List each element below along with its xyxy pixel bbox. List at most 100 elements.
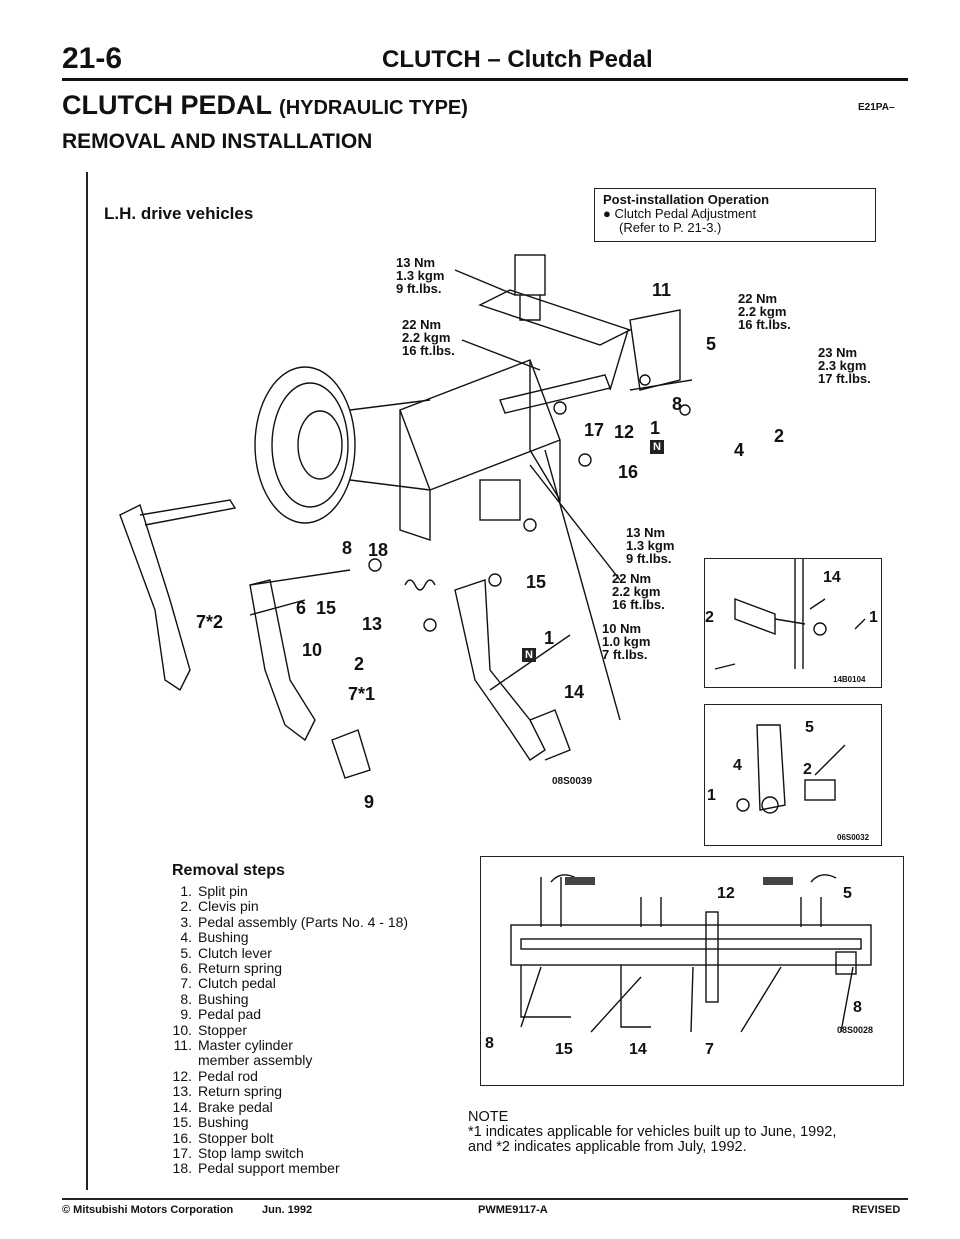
removal-step-number: 3. <box>180 913 192 930</box>
removal-step-number: 1. <box>180 883 192 899</box>
note-block: NOTE *1 indicates applicable for vehicle… <box>468 1110 836 1155</box>
inset3-code: 08S0028 <box>837 1025 874 1035</box>
removal-step: member assembly <box>156 1053 408 1069</box>
callout-7-1: 7*1 <box>348 684 376 704</box>
removal-step-text: Pedal pad <box>198 1006 262 1023</box>
removal-step-number: 13. <box>172 1083 192 1100</box>
removal-step-number: 6. <box>180 960 192 977</box>
removal-steps-title: Removal steps <box>172 862 285 879</box>
callout-17: 17 <box>584 420 605 440</box>
callout-11: 11 <box>652 280 672 300</box>
post-installation-title: Post-installation Operation <box>603 192 770 207</box>
removal-step-text: Stop lamp switch <box>198 1144 304 1161</box>
removal-step-text: Bushing <box>198 990 249 1007</box>
removal-step: 15.Bushing <box>156 1114 408 1131</box>
callout-15: 15 <box>526 572 547 592</box>
callout-6: 6 <box>296 598 307 618</box>
inset1-callout-1: 1 <box>869 609 878 626</box>
callout-10: 10 <box>302 640 323 660</box>
removal-step-text: Clutch lever <box>198 944 272 961</box>
callout-1b: 1 <box>544 628 555 648</box>
removal-step: 18.Pedal support member <box>156 1160 408 1177</box>
torque-label-15: 22 Nm 2.2 kgm 16 ft.lbs. <box>612 571 665 612</box>
torque-label-16: 13 Nm 1.3 kgm 9 ft.lbs. <box>626 525 675 566</box>
removal-step: 9. Pedal pad <box>156 1006 408 1023</box>
removal-step-text: Pedal rod <box>198 1067 258 1084</box>
inset2-callout-2: 2 <box>803 761 812 778</box>
removal-step-text: Bushing <box>198 929 249 946</box>
callout-18: 18 <box>368 540 389 560</box>
removal-step-number: 15. <box>172 1114 192 1131</box>
callout-15b: 15 <box>316 598 337 618</box>
removal-step: 5. Clutch lever <box>156 944 408 961</box>
footer-rule <box>62 1198 908 1200</box>
removal-step: 17.Stop lamp switch <box>156 1144 408 1161</box>
callout-9: 9 <box>364 792 375 812</box>
removal-step-text: Pedal support member <box>198 1160 340 1177</box>
inset1-code: 14B0104 <box>833 675 866 684</box>
removal-step: 6.Return spring <box>156 960 408 977</box>
removal-step-text: Clutch pedal <box>198 975 276 992</box>
inset-box-2: 5 4 2 1 06S0032 <box>704 704 882 846</box>
removal-step-text: Clevis pin <box>198 898 259 915</box>
main-exploded-diagram <box>119 254 693 779</box>
removal-step: 8.Bushing <box>156 990 408 1007</box>
callout-4: 4 <box>734 440 745 460</box>
inset3-callout-14: 14 <box>629 1041 647 1058</box>
removal-step-text: Return spring <box>198 1083 283 1100</box>
removal-step-number: 10. <box>172 1021 192 1038</box>
inset2-code: 06S0032 <box>837 833 870 842</box>
removal-step-text: Master cylinder <box>198 1037 293 1054</box>
inset1-callout-2: 2 <box>705 609 714 626</box>
page-number: 21-6 <box>62 42 123 75</box>
removal-step-number: 12. <box>172 1067 192 1084</box>
torque-label-1: 10 Nm 1.0 kgm 7 ft.lbs. <box>602 621 651 662</box>
inset2-callout-4: 4 <box>733 757 742 774</box>
removal-step: 13. Return spring <box>156 1083 408 1100</box>
removal-step: 14. Brake pedal <box>156 1098 408 1115</box>
removal-step-number <box>156 1053 198 1068</box>
inset-box-3: 12 5 8 8 15 14 7 08S0028 <box>480 856 904 1086</box>
removal-step-number: 7. <box>180 975 192 992</box>
removal-step-text: Split pin <box>198 883 248 899</box>
inset-3-drawing <box>510 874 872 1033</box>
removal-step-text: Pedal assembly (Parts No. 4 - 18) <box>198 913 409 930</box>
removal-step: 4.Bushing <box>156 929 408 946</box>
callout-14: 14 <box>564 682 585 702</box>
removal-step: 2. Clevis pin <box>156 898 408 915</box>
n-grease-icon-2: N <box>522 648 536 662</box>
section-subtitle: REMOVAL AND INSTALLATION <box>62 130 373 153</box>
inset-box-1: 14 2 1 14B0104 <box>704 558 882 688</box>
removal-step-number: 11. <box>173 1037 192 1054</box>
frame-left-rule <box>86 172 88 1190</box>
removal-step-number: 16. <box>172 1129 192 1146</box>
removal-step-number: 2. <box>180 898 192 915</box>
inset-2-drawing <box>736 724 846 814</box>
removal-step: 3. Pedal assembly (Parts No. 4 - 18) <box>156 913 409 930</box>
footer-copyright: © Mitsubishi Motors Corporation <box>62 1204 234 1216</box>
callout-13: 13 <box>362 614 383 634</box>
section-title: CLUTCH PEDAL (HYDRAULIC TYPE) <box>62 90 468 121</box>
inset-1-drawing <box>714 559 866 670</box>
removal-step-number: 14. <box>172 1098 192 1115</box>
section-title-sub: (HYDRAULIC TYPE) <box>279 97 468 119</box>
inset2-callout-5: 5 <box>805 719 814 736</box>
inset2-callout-1: 1 <box>707 787 716 804</box>
torque-label-12: 22 Nm 2.2 kgm 16 ft.lbs. <box>402 317 455 358</box>
torque-label-5: 22 Nm 2.2 kgm 16 ft.lbs. <box>738 291 791 332</box>
removal-step-number: 5. <box>180 944 192 961</box>
removal-step-text: Brake pedal <box>198 1098 273 1115</box>
section-title-main: CLUTCH PEDAL <box>62 90 272 120</box>
callout-16: 16 <box>618 462 639 482</box>
post-installation-ref: (Refer to P. 21-3.) <box>619 220 722 235</box>
post-installation-box: Post-installation Operation ● Clutch Ped… <box>594 188 876 242</box>
inset3-callout-5: 5 <box>843 885 852 902</box>
inset3-callout-7: 7 <box>705 1041 714 1058</box>
callout-7-2: 7*2 <box>196 612 224 632</box>
callout-12: 12 <box>614 422 635 442</box>
removal-step-number: 9. <box>180 1006 192 1023</box>
callout-8b: 8 <box>342 538 353 558</box>
diagram-code: 08S0039 <box>552 776 593 787</box>
footer-date: Jun. 1992 <box>262 1204 313 1216</box>
inset3-callout-15: 15 <box>555 1041 573 1058</box>
